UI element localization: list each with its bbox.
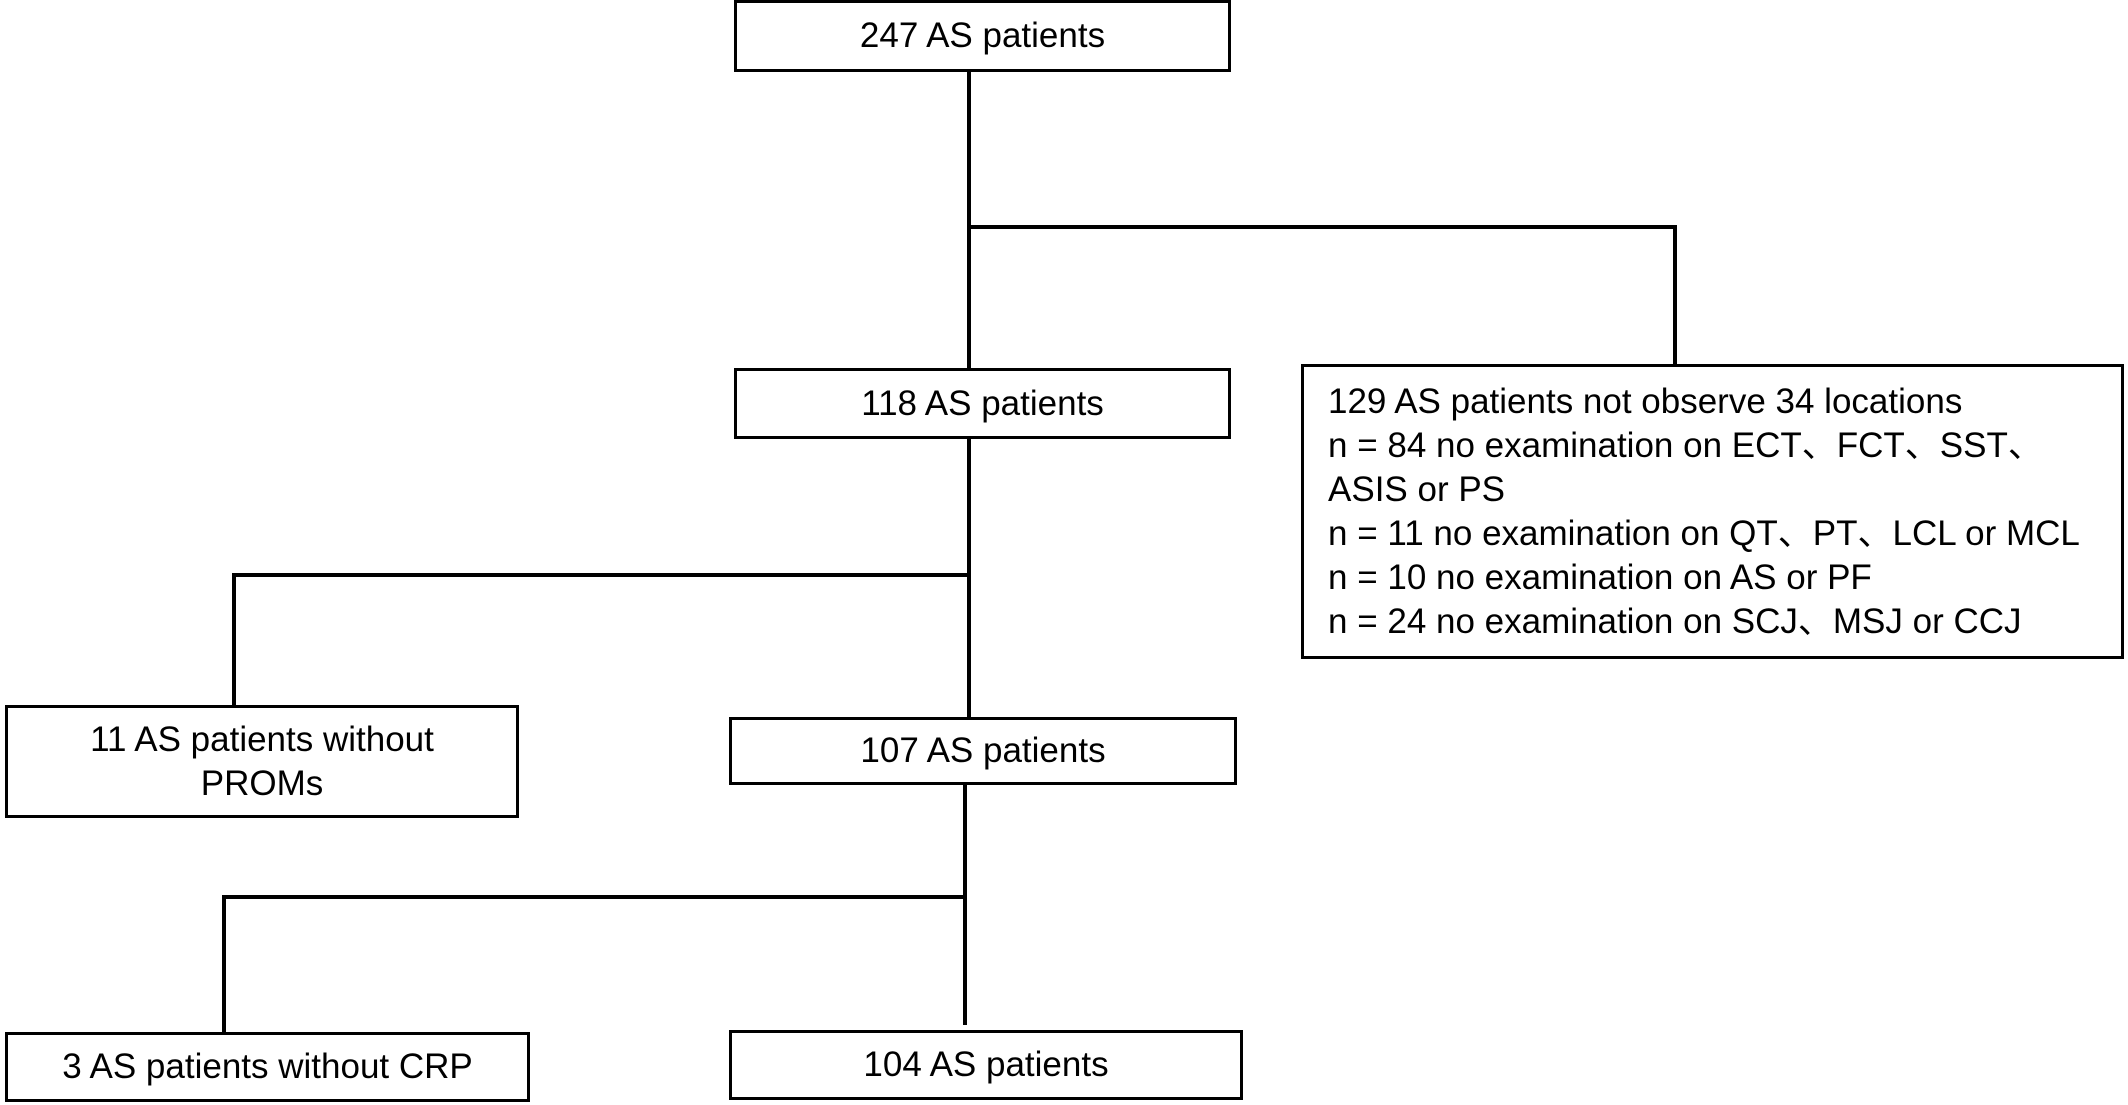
connector-branch-3-left-down — [222, 895, 226, 1035]
node-step1: 118 AS patients — [734, 368, 1231, 439]
connector-step2-down — [963, 783, 967, 1025]
connector-branch-2-left-down — [232, 573, 236, 707]
node-excluded2-line-1: 11 AS patients without — [90, 719, 434, 759]
node-excluded1-line-5: n = 10 no examination on AS or PF — [1328, 557, 1872, 597]
node-start-text: 247 AS patients — [859, 16, 1106, 55]
node-excluded1-line-2: n = 84 no examination on ECT、FCT、SST、 — [1328, 425, 2043, 465]
node-final-text: 104 AS patients — [863, 1045, 1109, 1084]
node-excluded1: 129 AS patients not observe 34 locations… — [1301, 364, 2124, 659]
node-excluded1-line-1: 129 AS patients not observe 34 locations — [1328, 381, 1963, 421]
connector-branch-2-horizontal — [232, 573, 971, 577]
node-excluded3-text: 3 AS patients without CRP — [62, 1047, 473, 1086]
node-step2-text: 107 AS patients — [860, 731, 1106, 770]
connector-branch-1-horizontal — [967, 225, 1677, 229]
node-final: 104 AS patients — [729, 1030, 1243, 1100]
connector-branch-3-horizontal — [222, 895, 967, 899]
node-excluded2-line-2: PROMs — [200, 763, 324, 803]
node-excluded1-line-6: n = 24 no examination on SCJ、MSJ or CCJ — [1328, 601, 2022, 641]
connector-step1-down — [967, 437, 971, 719]
connector-start-down — [967, 70, 971, 370]
connector-branch-1-right-down — [1673, 225, 1677, 365]
node-excluded3: 3 AS patients without CRP — [5, 1032, 530, 1102]
node-excluded2: 11 AS patients without PROMs — [5, 705, 519, 818]
node-step1-text: 118 AS patients — [861, 383, 1104, 423]
node-start: 247 AS patients — [734, 0, 1231, 72]
node-excluded1-line-3: ASIS or PS — [1328, 469, 1506, 509]
node-excluded1-line-4: n = 11 no examination on QT、PT、LCL or MC… — [1328, 513, 2080, 553]
node-step2: 107 AS patients — [729, 717, 1237, 785]
